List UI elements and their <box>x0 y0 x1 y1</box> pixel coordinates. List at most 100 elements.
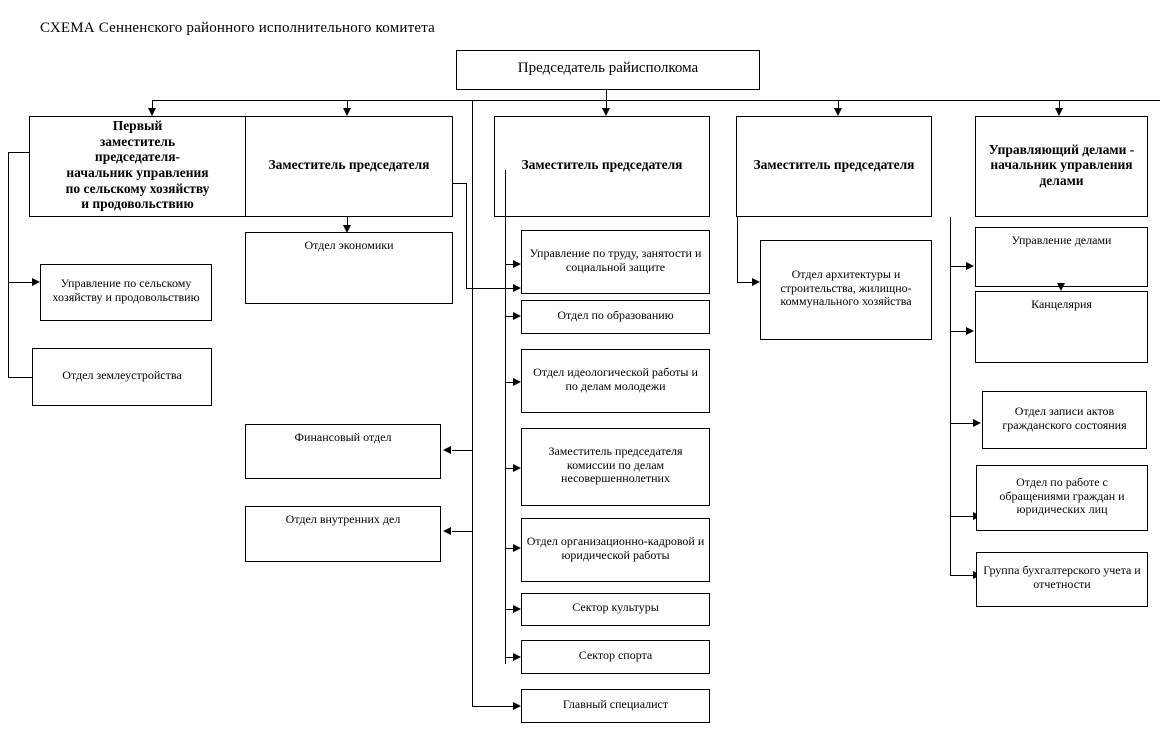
connector-c2-side-down <box>466 183 468 288</box>
node-label: Отдел по работе с обращениями граждан и … <box>999 474 1125 517</box>
page-title: СХЕМА Сенненского районного исполнительн… <box>40 20 436 36</box>
connector-c5-to-b <box>950 331 967 333</box>
arrowhead-chief-specialist <box>513 702 521 710</box>
node-c3-education-dept[interactable]: Отдел по образованию <box>521 300 710 334</box>
node-c3-head[interactable]: Заместитель председателя <box>494 116 710 217</box>
node-label: Управление по труду, занятости и социаль… <box>529 245 702 274</box>
connector-spine-to-financial <box>452 450 473 452</box>
connector-c4-bus <box>737 217 739 283</box>
node-root-chairman[interactable]: Председатель райисполкома <box>456 50 760 90</box>
arrowhead-c5-a <box>966 262 974 270</box>
node-label: Отдел по образованию <box>557 307 674 322</box>
node-label: Заместитель председателя комиссии по дел… <box>548 443 683 486</box>
connector-drop-c2 <box>347 100 349 112</box>
arrowhead-c2-side <box>513 284 521 292</box>
node-label: Управление делами <box>1011 233 1112 247</box>
node-label: Отдел архитектуры и строительства, жилищ… <box>780 266 912 309</box>
node-c3-labour-employment-dept[interactable]: Управление по труду, занятости и социаль… <box>521 230 710 294</box>
connector-c5-bus <box>950 217 952 575</box>
arrowhead-financial <box>443 446 451 454</box>
connector-c1-to-b <box>8 377 33 379</box>
node-label: Отдел организационно-кадровой и юридичес… <box>526 533 705 562</box>
node-label: Главный специалист <box>562 696 669 711</box>
connector-c5-to-c <box>950 423 974 425</box>
node-c5-civil-registry-dept[interactable]: Отдел записи актов гражданского состояни… <box>982 391 1147 449</box>
arrowhead-c2 <box>343 108 351 116</box>
connector-c3-to-g <box>505 657 515 659</box>
connector-c5-to-a <box>950 266 967 268</box>
node-financial-dept[interactable]: Финансовый отдел <box>245 424 441 479</box>
node-c3-minors-commission[interactable]: Заместитель председателя комиссии по дел… <box>521 428 710 506</box>
connector-c3-to-b <box>505 316 515 318</box>
node-c3-hr-legal-dept[interactable]: Отдел организационно-кадровой и юридичес… <box>521 518 710 582</box>
node-internal-affairs-dept[interactable]: Отдел внутренних дел <box>245 506 441 562</box>
node-c3-ideology-youth-dept[interactable]: Отдел идеологической работы и по делам м… <box>521 349 710 413</box>
connector-c3-to-c <box>505 382 515 384</box>
node-c5-head[interactable]: Управляющий делами - начальник управлени… <box>975 116 1148 217</box>
arrowhead-c5-a-to-b <box>1057 283 1065 291</box>
connector-c4-to-a <box>737 282 753 284</box>
arrowhead-c3-g <box>513 653 521 661</box>
node-label: Заместитель председателя <box>268 157 430 173</box>
node-label: Отдел записи актов гражданского состояни… <box>1002 403 1127 432</box>
node-label: Председатель райисполкома <box>517 59 699 76</box>
connector-c2-stem <box>347 217 349 228</box>
node-c2-head[interactable]: Заместитель председателя <box>245 116 453 217</box>
arrowhead-c5 <box>1055 108 1063 116</box>
connector-spine-to-chief-specialist <box>472 706 515 708</box>
node-label: Группа бухгалтерского учета и отчетности <box>983 563 1141 591</box>
connector-c1-to-a <box>8 282 33 284</box>
connector-c1-out <box>8 152 30 154</box>
node-label: Канцелярия <box>1031 297 1092 311</box>
node-label: Отдел экономики <box>304 238 394 252</box>
connector-drop-c4 <box>838 100 840 112</box>
node-c4-architecture-construction-dept[interactable]: Отдел архитектуры и строительства, жилищ… <box>760 240 932 340</box>
connector-drop-c5 <box>1059 100 1061 112</box>
node-c5-chancellery[interactable]: Канцелярия <box>975 291 1148 363</box>
node-label: Сектор культуры <box>572 600 659 615</box>
node-c3-sport-sector[interactable]: Сектор спорта <box>521 640 710 674</box>
connector-c5-to-d <box>950 516 974 518</box>
node-c1-land-management-dept[interactable]: Отдел землеустройства <box>32 348 212 406</box>
arrowhead-c1-a <box>32 278 40 286</box>
connector-c2-side-right <box>466 288 514 290</box>
arrowhead-c3-f <box>513 605 521 613</box>
node-label: Управление по сельскому хозяйству и прод… <box>52 276 200 304</box>
connector-c3-to-e <box>505 548 515 550</box>
node-label: Отдел землеустройства <box>62 367 182 382</box>
connector-c1-bus <box>8 152 10 378</box>
connector-spine-to-internal <box>452 531 473 533</box>
arrowhead-c5-b <box>966 327 974 335</box>
arrowhead-c5-c <box>973 419 981 427</box>
node-c2-economy-dept[interactable]: Отдел экономики <box>245 232 453 304</box>
arrowhead-c3-e <box>513 544 521 552</box>
node-label: Отдел идеологической работы и по делам м… <box>533 364 698 393</box>
node-chief-specialist[interactable]: Главный специалист <box>521 689 710 723</box>
connector-root-stem <box>606 90 608 101</box>
connector-c3-to-f <box>505 609 515 611</box>
connector-c2-side-out <box>453 183 467 185</box>
node-label: Управляющий делами - начальник управлени… <box>988 141 1135 188</box>
node-c5-accounting-group[interactable]: Группа бухгалтерского учета и отчетности <box>976 552 1148 607</box>
node-label: Первый заместитель председателя- начальн… <box>65 118 210 212</box>
node-c3-culture-sector[interactable]: Сектор культуры <box>521 593 710 626</box>
connector-drop-c3 <box>606 100 608 112</box>
arrowhead-internal <box>443 527 451 535</box>
connector-chairman-spine <box>472 100 474 707</box>
arrowhead-c3-c <box>513 378 521 386</box>
arrowhead-c3-d <box>513 464 521 472</box>
arrowhead-c4-a <box>752 278 760 286</box>
node-c5-citizen-appeals-dept[interactable]: Отдел по работе с обращениями граждан и … <box>976 465 1148 531</box>
arrowhead-c4 <box>834 108 842 116</box>
arrowhead-c3 <box>602 108 610 116</box>
node-c1-agriculture-dept[interactable]: Управление по сельскому хозяйству и прод… <box>40 264 212 321</box>
node-c5-affairs-administration[interactable]: Управление делами <box>975 227 1148 287</box>
node-label: Заместитель председателя <box>753 157 915 173</box>
node-label: Сектор спорта <box>578 647 653 662</box>
arrowhead-c3-a <box>513 260 521 268</box>
node-label: Отдел внутренних дел <box>285 512 401 526</box>
node-c1-head[interactable]: Первый заместитель председателя- начальн… <box>29 116 246 217</box>
node-c4-head[interactable]: Заместитель председателя <box>736 116 932 217</box>
node-label: Финансовый отдел <box>294 430 392 444</box>
